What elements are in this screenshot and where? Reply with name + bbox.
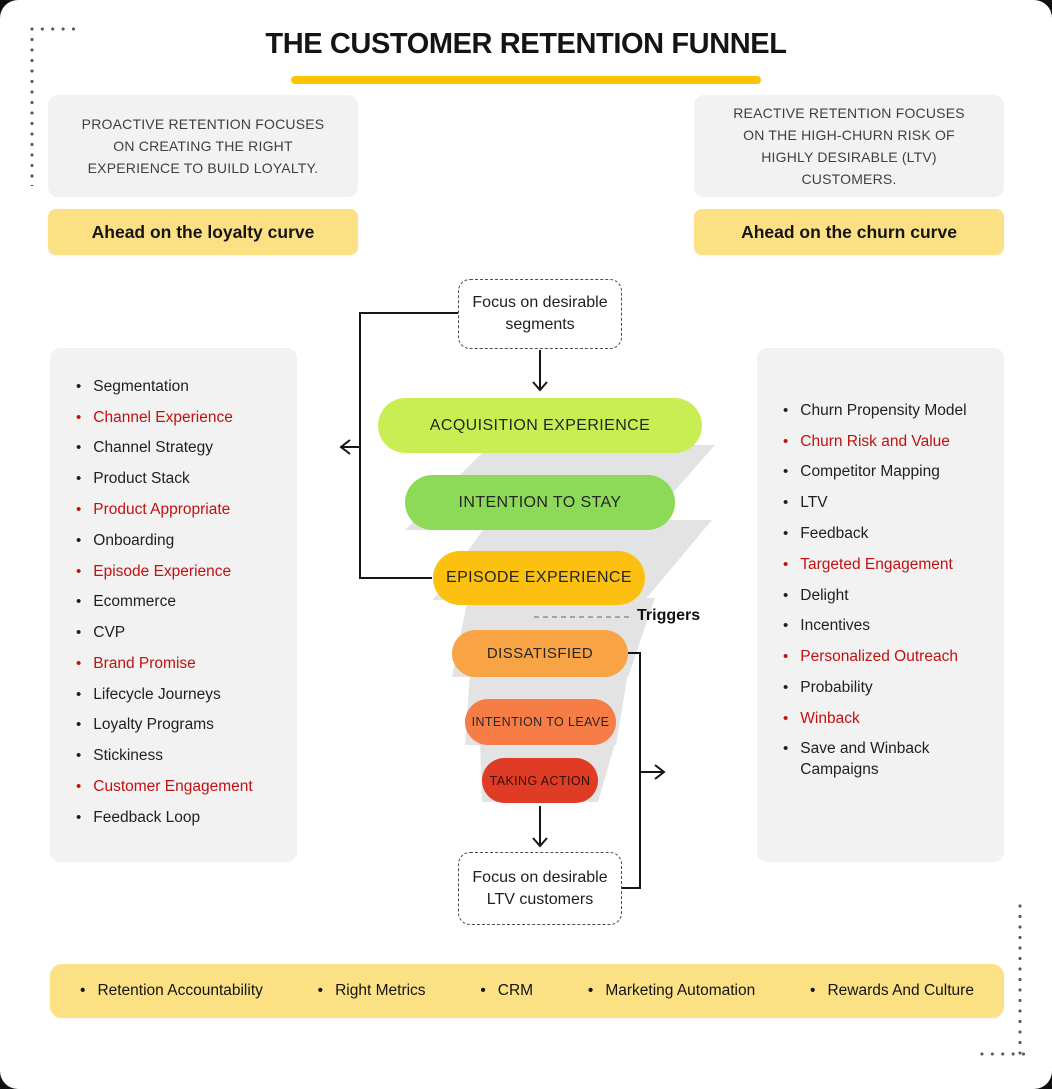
bullet-icon: • xyxy=(80,982,86,999)
bullet-icon: • xyxy=(76,685,82,703)
bar-item: •Rewards And Culture xyxy=(810,982,974,999)
funnel-stage-intention-to-stay: INTENTION TO STAY xyxy=(405,475,675,530)
loyalty-curve-highlight: Ahead on the loyalty curve xyxy=(48,209,358,255)
bullet-icon: • xyxy=(783,648,789,666)
bullet-icon: • xyxy=(783,709,789,727)
bar-item: •Marketing Automation xyxy=(587,982,756,999)
funnel-stage-episode-experience: EPISODE EXPERIENCE xyxy=(433,551,645,605)
bullet-icon: • xyxy=(76,808,82,826)
bullet-icon: • xyxy=(76,439,82,457)
reactive-retention-info-text: REACTIVE RETENTION FOCUSES ON THE HIGH-C… xyxy=(733,104,965,188)
list-item: •LTV xyxy=(783,494,828,512)
list-item: •Targeted Engagement xyxy=(783,555,953,573)
bullet-icon: • xyxy=(76,531,82,549)
reactive-tactics-panel: •Churn Propensity Model •Churn Risk and … xyxy=(757,348,1004,862)
bullet-icon: • xyxy=(76,470,82,488)
bar-item: •Retention Accountability xyxy=(80,982,263,999)
list-item: •Churn Propensity Model xyxy=(783,401,967,419)
list-item: •Stickiness xyxy=(76,747,164,765)
list-item: •Onboarding xyxy=(76,531,175,549)
list-item: •Loyalty Programs xyxy=(76,716,214,734)
bullet-icon: • xyxy=(783,432,789,450)
bullet-icon: • xyxy=(810,982,816,999)
list-item: •Delight xyxy=(783,586,849,604)
list-item: •Feedback xyxy=(783,525,869,543)
reactive-tactics-list: •Churn Propensity Model •Churn Risk and … xyxy=(783,395,990,785)
bullet-icon: • xyxy=(76,624,82,642)
bullet-icon: • xyxy=(783,617,789,635)
bullet-icon: • xyxy=(76,716,82,734)
bullet-icon: • xyxy=(76,654,82,672)
list-item: •Episode Experience xyxy=(76,562,232,580)
list-item: •Customer Engagement xyxy=(76,778,253,796)
list-item: •CVP xyxy=(76,624,126,642)
bullet-icon: • xyxy=(783,555,789,573)
focus-desirable-segments-note: Focus on desirable segments xyxy=(458,279,622,349)
list-item: •Channel Experience xyxy=(76,408,233,426)
title-underline xyxy=(291,76,761,84)
bullet-icon: • xyxy=(480,982,486,999)
bullet-icon: • xyxy=(783,740,789,758)
list-item: •Brand Promise xyxy=(76,654,196,672)
list-item: •Segmentation xyxy=(76,377,189,395)
list-item: •Probability xyxy=(783,678,873,696)
bullet-icon: • xyxy=(783,463,789,481)
list-item: •Churn Risk and Value xyxy=(783,432,950,450)
list-item: •Winback xyxy=(783,709,860,727)
funnel-stage-intention-to-leave: INTENTION TO LEAVE xyxy=(465,699,616,745)
list-item: •Save and Winback Campaigns xyxy=(783,740,930,779)
funnel-stage-dissatisfied: DISSATISFIED xyxy=(452,630,628,677)
corner-dots-top-left-horizontal xyxy=(27,24,77,34)
corner-dots-top-left-vertical xyxy=(27,24,37,186)
bullet-icon: • xyxy=(783,401,789,419)
bullet-icon: • xyxy=(783,586,789,604)
bullet-icon: • xyxy=(317,982,324,999)
churn-curve-highlight: Ahead on the churn curve xyxy=(694,209,1004,255)
reactive-retention-info-box: REACTIVE RETENTION FOCUSES ON THE HIGH-C… xyxy=(694,95,1004,197)
proactive-retention-info-text: PROACTIVE RETENTION FOCUSES ON CREATING … xyxy=(81,115,325,177)
list-item: •Product Appropriate xyxy=(76,501,231,519)
proactive-retention-info-box: PROACTIVE RETENTION FOCUSES ON CREATING … xyxy=(48,95,358,197)
page-title: THE CUSTOMER RETENTION FUNNEL xyxy=(265,28,787,60)
list-item: •Feedback Loop xyxy=(76,808,201,826)
funnel-stage-taking-action: TAKING ACTION xyxy=(482,758,598,803)
bullet-icon: • xyxy=(76,408,82,426)
bullet-icon: • xyxy=(783,678,789,696)
list-item: •Lifecycle Journeys xyxy=(76,685,221,703)
bullet-icon: • xyxy=(76,747,82,765)
bullet-icon: • xyxy=(76,562,82,580)
list-item: •Channel Strategy xyxy=(76,439,214,457)
list-item: •Product Stack xyxy=(76,470,190,488)
focus-desirable-ltv-customers-note: Focus on desirable LTV customers xyxy=(458,852,622,925)
list-item: •Incentives xyxy=(783,617,871,635)
bullet-icon: • xyxy=(76,778,82,796)
bullet-icon: • xyxy=(76,593,82,611)
triggers-label: Triggers xyxy=(637,607,701,624)
proactive-tactics-list: •Segmentation •Channel Experience •Chann… xyxy=(76,371,283,833)
list-item: •Competitor Mapping xyxy=(783,463,940,481)
proactive-tactics-panel: •Segmentation •Channel Experience •Chann… xyxy=(50,348,297,862)
bullet-icon: • xyxy=(76,377,82,395)
bullet-icon: • xyxy=(783,494,789,512)
list-item: •Ecommerce xyxy=(76,593,176,611)
bar-item: •Right Metrics xyxy=(317,982,426,999)
foundations-bar: •Retention Accountability •Right Metrics… xyxy=(50,964,1004,1018)
corner-dots-bottom-right-vertical xyxy=(1015,901,1025,1059)
bullet-icon: • xyxy=(76,501,82,519)
bullet-icon: • xyxy=(783,525,789,543)
list-item: •Personalized Outreach xyxy=(783,648,958,666)
corner-dots-bottom-right-horizontal xyxy=(977,1049,1027,1059)
bar-item: •CRM xyxy=(480,982,534,999)
bullet-icon: • xyxy=(587,982,594,999)
funnel-stage-acquisition-experience: ACQUISITION EXPERIENCE xyxy=(378,398,702,453)
